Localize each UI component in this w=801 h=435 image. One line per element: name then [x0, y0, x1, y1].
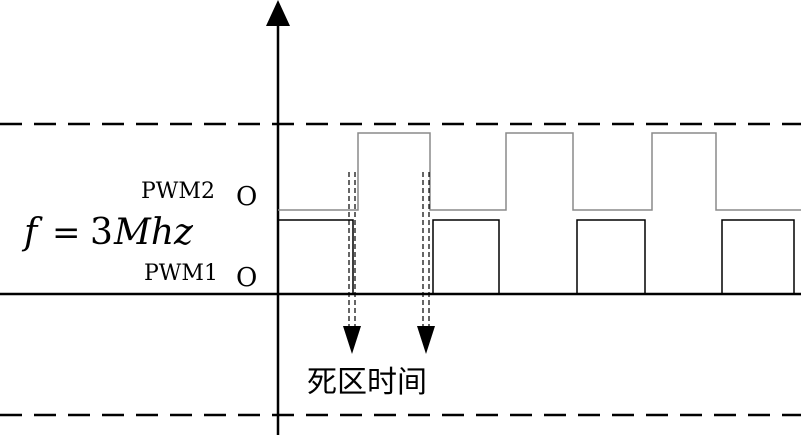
dead-time-marker-left: [343, 172, 361, 354]
frequency-equals: =: [52, 213, 81, 253]
frequency-unit: Mhz: [113, 212, 194, 253]
pwm2-origin-mark: O: [236, 182, 257, 212]
vertical-axis-arrow-icon: [266, 0, 290, 26]
pwm2-waveform: [278, 132, 801, 211]
frequency-label: f = 3 Mhz: [21, 212, 194, 253]
dead-time-label: 死区时间: [307, 365, 427, 400]
pwm2-label: PWM2: [141, 179, 215, 204]
pwm1-waveform: [278, 219, 795, 295]
pwm1-label: PWM1: [144, 261, 218, 286]
frequency-number: 3: [90, 212, 113, 253]
dead-time-arrow-left-icon: [343, 326, 361, 354]
dead-time-marker-right: [417, 172, 435, 354]
frequency-variable: f: [21, 212, 43, 253]
pwm1-origin-mark: O: [236, 263, 257, 293]
dead-time-arrow-right-icon: [417, 326, 435, 354]
